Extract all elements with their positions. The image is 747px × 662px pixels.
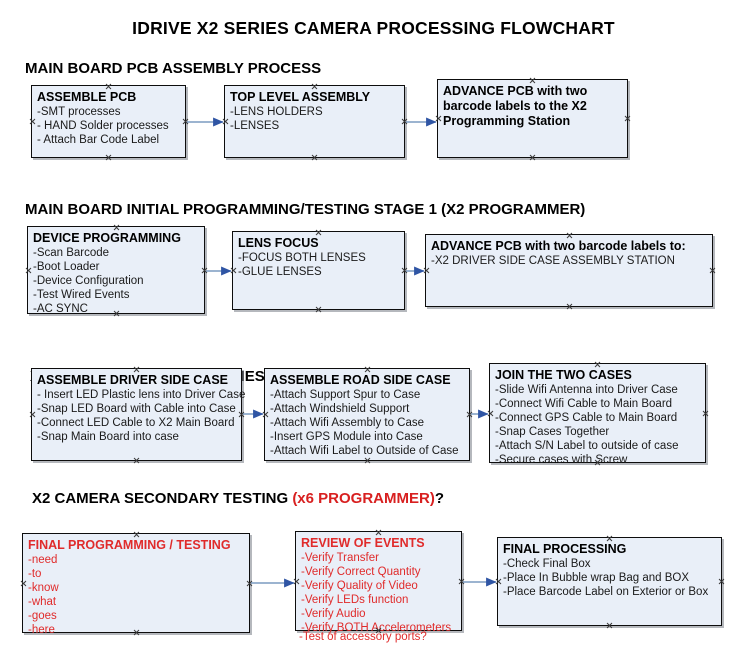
- node-line: -Verify Correct Quantity: [301, 566, 421, 578]
- node-line: -Place In Bubble wrap Bag and BOX: [503, 572, 690, 584]
- node-title: JOIN THE TWO CASES: [495, 368, 632, 382]
- node-line: -LENSES: [230, 120, 280, 132]
- connector-handle-bottom[interactable]: [529, 154, 536, 161]
- node-line: -LENS HOLDERS: [230, 106, 323, 118]
- section-header-text: X2 CAMERA SECONDARY TESTING: [32, 490, 293, 507]
- node-line: -Verify BOTH Accelerometers: [301, 622, 452, 634]
- section-header-tail: ?: [434, 490, 444, 507]
- node-line: -goes: [28, 610, 57, 622]
- node-line: - Attach Bar Code Label: [37, 134, 160, 146]
- node-line: -Attach S/N Label to outside of case: [495, 440, 679, 452]
- node-title: ADVANCE PCB with two barcode labels to:: [431, 239, 686, 253]
- node-line: -AC SYNC: [33, 303, 88, 315]
- node-line: -Snap Cases Together: [495, 426, 610, 438]
- node-line: - HAND Solder processes: [37, 120, 169, 132]
- node-title: LENS FOCUS: [238, 236, 319, 250]
- node-assemble-pcb[interactable]: ASSEMBLE PCB -SMT processes - HAND Solde…: [31, 85, 186, 158]
- node-title: FINAL PROCESSING: [503, 542, 627, 556]
- node-device-programming[interactable]: DEVICE PROGRAMMING -Scan Barcode -Boot L…: [27, 226, 205, 315]
- node-line: -Connect GPS Cable to Main Board: [495, 412, 678, 424]
- node-line: -GLUE LENSES: [238, 266, 322, 278]
- node-final-processing[interactable]: FINAL PROCESSING -Check Final Box -Place…: [497, 537, 722, 626]
- node-title: ASSEMBLE PCB: [37, 90, 137, 104]
- node-line: -Test Wired Events: [33, 289, 130, 301]
- section-header-accent: (x6 PROGRAMMER): [292, 490, 435, 507]
- node-line: -Snap Main Board into case: [37, 431, 179, 443]
- connector-handle-bottom[interactable]: [315, 306, 322, 313]
- node-title: ADVANCE PCB with two barcode labels to t…: [443, 84, 588, 128]
- node-line: -Insert GPS Module into Case: [270, 431, 423, 443]
- node-line: -Connect LED Cable to X2 Main Board: [37, 417, 235, 429]
- node-line: -Verify Quality of Video: [301, 580, 418, 592]
- node-advance-pcb-programming-station[interactable]: ADVANCE PCB with two barcode labels to t…: [437, 79, 628, 158]
- node-line: -X2 DRIVER SIDE CASE ASSEMBLY STATION: [431, 255, 675, 267]
- node-line: -here: [28, 624, 55, 636]
- node-line: - Insert LED Plastic lens into Driver Ca…: [37, 389, 246, 401]
- connector-handle-bottom[interactable]: [606, 622, 613, 629]
- connector-handle-right[interactable]: [709, 267, 716, 274]
- page-title: IDRIVE X2 SERIES CAMERA PROCESSING FLOWC…: [132, 18, 615, 38]
- node-line: -Attach Wifi Assembly to Case: [270, 417, 425, 429]
- node-line: -Snap LED Board with Cable into Case: [37, 403, 236, 415]
- connector-handle-bottom[interactable]: [105, 154, 112, 161]
- node-line: -need: [28, 554, 58, 566]
- node-line: -FOCUS BOTH LENSES: [238, 252, 366, 264]
- node-line: -Verify LEDs function: [301, 594, 409, 606]
- connector-handle-bottom[interactable]: [133, 457, 140, 464]
- node-title: ASSEMBLE ROAD SIDE CASE: [270, 373, 451, 387]
- review-of-events-overflow-line: -Test of accessory ports?: [299, 631, 427, 643]
- node-line: -Slide Wifi Antenna into Driver Case: [495, 384, 678, 396]
- node-line: -what: [28, 596, 57, 608]
- node-assemble-driver-side-case[interactable]: ASSEMBLE DRIVER SIDE CASE - Insert LED P…: [31, 368, 246, 464]
- section-header-main-board-pcb-assembly: MAIN BOARD PCB ASSEMBLY PROCESS: [25, 60, 321, 77]
- node-line: -Secure cases with Screw: [495, 454, 628, 466]
- section-header-text: MAIN BOARD PCB ASSEMBLY PROCESS: [25, 60, 322, 77]
- node-line: -Attach Wifi Label to Outside of Case: [270, 445, 459, 457]
- section-header-main-board-initial-programming: MAIN BOARD INITIAL PROGRAMMING/TESTING S…: [25, 201, 585, 218]
- connector-handle-bottom[interactable]: [566, 303, 573, 310]
- node-title: DEVICE PROGRAMMING: [33, 231, 181, 245]
- section-header-x2-camera-secondary-testing: X2 CAMERA SECONDARY TESTING (x6 PROGRAMM…: [32, 490, 444, 507]
- node-line: -Connect Wifi Cable to Main Board: [495, 398, 673, 410]
- node-assemble-road-side-case[interactable]: ASSEMBLE ROAD SIDE CASE -Attach Support …: [264, 368, 470, 461]
- node-title: FINAL PROGRAMMING / TESTING: [28, 538, 231, 552]
- node-advance-pcb-driver-side-station[interactable]: ADVANCE PCB with two barcode labels to: …: [425, 234, 713, 307]
- section-header-text: MAIN BOARD INITIAL PROGRAMMING/TESTING S…: [25, 201, 586, 218]
- node-line: -Verify Audio: [301, 608, 366, 620]
- node-line: -Device Configuration: [33, 275, 144, 287]
- node-review-of-events[interactable]: REVIEW OF EVENTS -Verify Transfer -Verif…: [295, 531, 462, 634]
- node-title: REVIEW OF EVENTS: [301, 536, 425, 550]
- node-line: -Boot Loader: [33, 261, 100, 273]
- node-line: -know: [28, 582, 59, 594]
- node-lens-focus[interactable]: LENS FOCUS -FOCUS BOTH LENSES -GLUE LENS…: [232, 231, 405, 310]
- node-title: TOP LEVEL ASSEMBLY: [230, 90, 371, 104]
- node-final-programming-testing[interactable]: FINAL PROGRAMMING / TESTING -need -to -k…: [22, 533, 250, 636]
- node-join-the-two-cases[interactable]: JOIN THE TWO CASES -Slide Wifi Antenna i…: [489, 363, 706, 466]
- node-line: -Verify Transfer: [301, 552, 379, 564]
- node-line: -Scan Barcode: [33, 247, 110, 259]
- connector-handle-left[interactable]: [423, 267, 430, 274]
- node-top-level-assembly[interactable]: TOP LEVEL ASSEMBLY -LENS HOLDERS -LENSES: [224, 85, 405, 158]
- connector-handle-bottom[interactable]: [311, 154, 318, 161]
- node-line: -Check Final Box: [503, 558, 591, 570]
- node-line: -Place Barcode Label on Exterior or Box: [503, 586, 709, 598]
- node-line: -to: [28, 568, 42, 580]
- node-line: -Attach Windshield Support: [270, 403, 410, 415]
- node-title: ASSEMBLE DRIVER SIDE CASE: [37, 373, 229, 387]
- node-line: -SMT processes: [37, 106, 121, 118]
- node-line: -Attach Support Spur to Case: [270, 389, 421, 401]
